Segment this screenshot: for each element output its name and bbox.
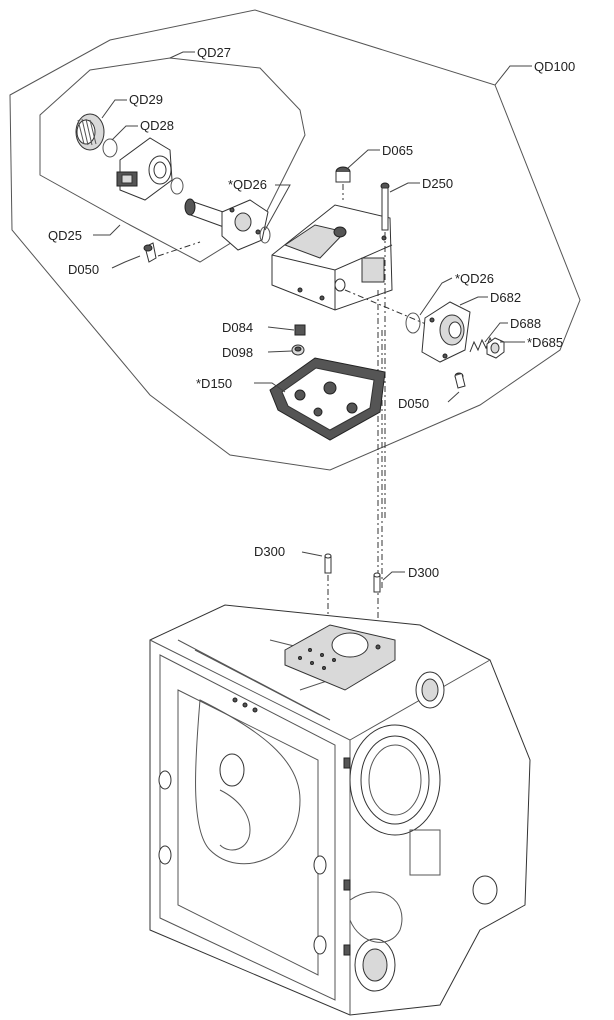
leader-d688	[484, 322, 508, 343]
leader-qd26-left	[264, 184, 291, 231]
leader-d050-right	[447, 391, 460, 403]
leader-qd100	[494, 65, 532, 86]
label-d050-right: D050	[398, 396, 429, 411]
label-d685: *D685	[527, 335, 563, 350]
leader-qd26-right	[419, 277, 453, 316]
leader-qd28	[111, 125, 138, 141]
leader-d250	[389, 182, 420, 193]
label-d682: D682	[490, 290, 521, 305]
leader-d300-left	[301, 551, 323, 557]
qd27-boundary	[39, 57, 306, 263]
d150-gasket	[269, 357, 386, 441]
leader-d682	[459, 296, 488, 306]
d682-cover	[421, 301, 471, 363]
transmission-housing	[149, 604, 531, 1016]
d050-left-screw	[143, 241, 201, 263]
d688-spring	[469, 336, 495, 353]
solenoid-coil	[116, 137, 184, 201]
label-d065: D065	[382, 143, 413, 158]
label-qd25: QD25	[48, 228, 82, 243]
label-qd29: QD29	[129, 92, 163, 107]
qd28-ring	[102, 138, 118, 158]
qd29-bearing	[75, 113, 105, 151]
d050-right-screw	[454, 372, 466, 389]
leader-qd25	[93, 224, 121, 236]
leader-qd29	[101, 99, 127, 119]
leader-d050-left	[111, 255, 141, 269]
label-d688: D688	[510, 316, 541, 331]
qd100-boundary	[9, 9, 581, 471]
label-d098: D098	[222, 345, 253, 360]
leader-d084	[267, 326, 295, 331]
d065-plug	[335, 166, 351, 200]
label-qd27: QD27	[197, 45, 231, 60]
label-d050-left: D050	[68, 262, 99, 277]
leader-d065	[347, 149, 380, 169]
label-d250: D250	[422, 176, 453, 191]
label-qd100: QD100	[534, 59, 575, 74]
d084-part	[294, 324, 306, 336]
label-d084: D084	[222, 320, 253, 335]
label-qd26-right: *QD26	[455, 271, 494, 286]
d098-part	[291, 344, 305, 356]
label-d300-right: D300	[408, 565, 439, 580]
d300-right-pin	[373, 572, 381, 593]
leader-d300-right	[382, 571, 405, 581]
d300-left-pin	[324, 553, 332, 574]
valve-block	[271, 204, 393, 311]
qd26-right-ring	[405, 312, 421, 334]
solenoid-tube	[184, 198, 271, 251]
leader-d150	[254, 382, 286, 393]
label-qd26-left: *QD26	[228, 177, 267, 192]
label-d150: *D150	[196, 376, 232, 391]
label-qd28: QD28	[140, 118, 174, 133]
leader-d098	[267, 350, 293, 353]
label-d300-left: D300	[254, 544, 285, 559]
leader-qd27	[169, 51, 195, 59]
d685-nut	[486, 337, 505, 359]
